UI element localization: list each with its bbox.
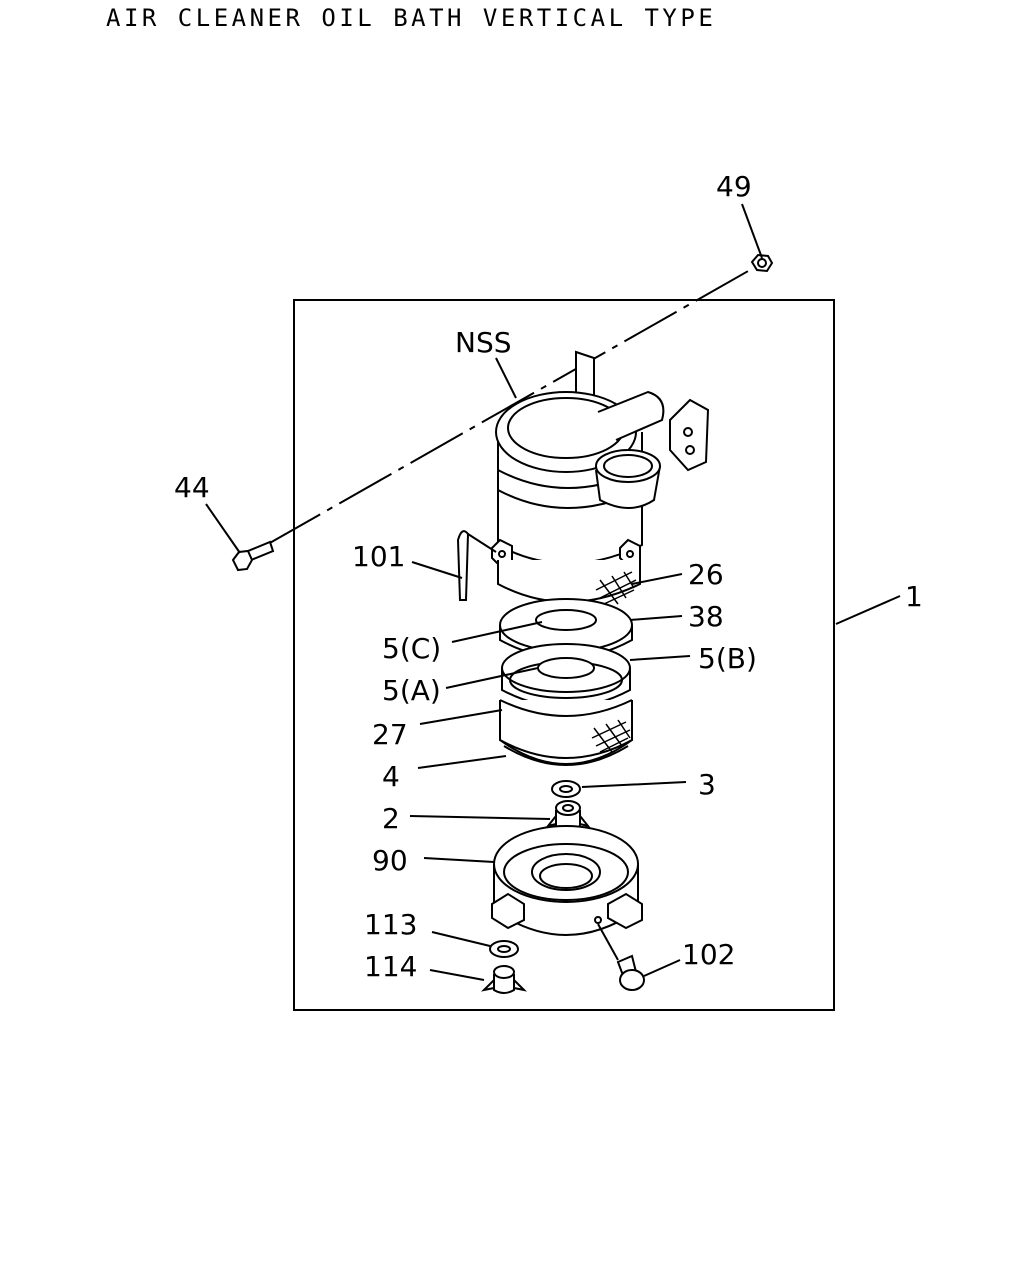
callout-5b: 5(B) (698, 642, 757, 675)
callout-114: 114 (364, 950, 417, 983)
air-cleaner-body (491, 350, 710, 568)
callout-nss: NSS (455, 326, 512, 359)
part-3-washer[interactable] (551, 780, 581, 798)
part-101-clip[interactable] (456, 530, 497, 601)
callout-5c: 5(C) (382, 632, 441, 665)
callout-26: 26 (688, 558, 724, 591)
part-26-filter-band[interactable] (497, 560, 641, 605)
callout-5a: 5(A) (382, 674, 441, 707)
callout-4: 4 (382, 760, 400, 793)
part-90-oil-bowl[interactable] (491, 825, 643, 936)
leader-lines (205, 203, 901, 981)
callout-2: 2 (382, 802, 400, 835)
part-4-seal[interactable] (499, 739, 633, 766)
callout-44: 44 (174, 471, 210, 504)
part-49-nut[interactable] (750, 253, 774, 273)
part-44-bolt[interactable] (231, 540, 275, 572)
part-102-drain-plug[interactable] (597, 923, 645, 991)
callout-3: 3 (698, 768, 716, 801)
callout-101: 101 (352, 540, 405, 573)
assembly-frame (293, 299, 835, 1011)
part-5a-gasket[interactable] (537, 657, 595, 679)
page-title: AIR CLEANER OIL BATH VERTICAL TYPE (106, 4, 717, 32)
part-114-wing-nut[interactable] (480, 965, 528, 994)
part-27-filter-band[interactable] (499, 699, 633, 759)
callout-27: 27 (372, 718, 408, 751)
callout-113: 113 (364, 908, 417, 941)
part-113-washer[interactable] (489, 940, 519, 958)
part-5c-gasket[interactable] (535, 609, 597, 631)
callout-1: 1 (905, 580, 923, 613)
callout-102: 102 (682, 938, 735, 971)
callout-90: 90 (372, 844, 408, 877)
callout-38: 38 (688, 600, 724, 633)
callout-49: 49 (716, 170, 752, 203)
